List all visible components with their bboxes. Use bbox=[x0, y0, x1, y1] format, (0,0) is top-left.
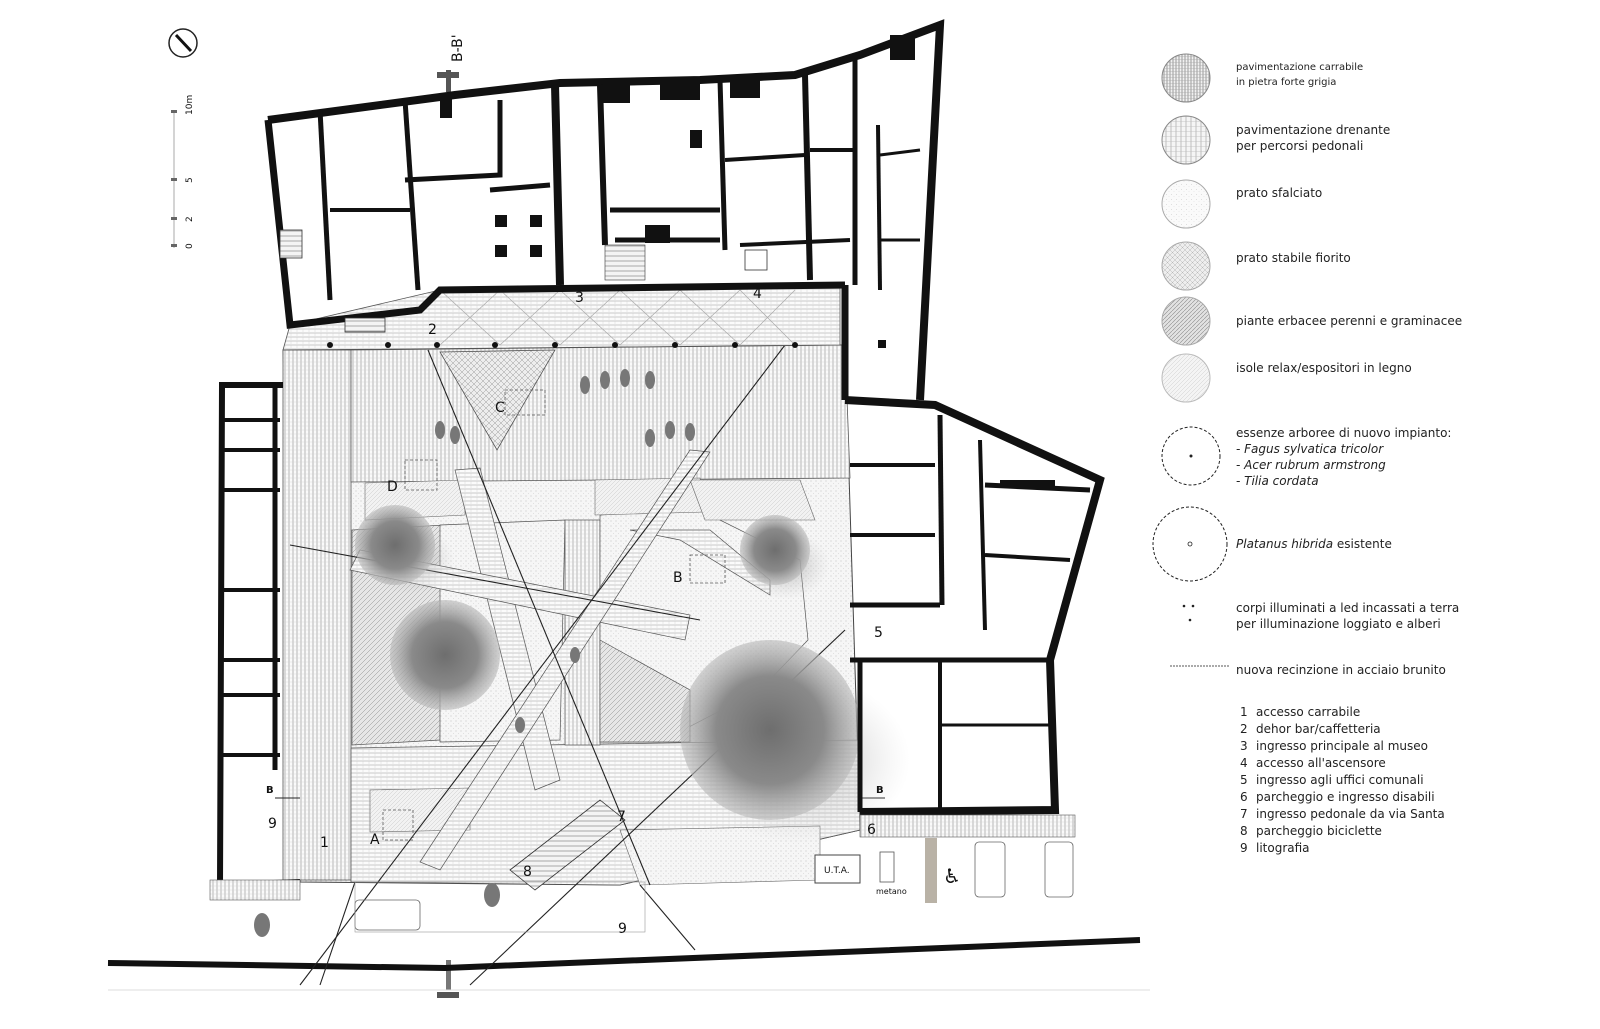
legend-text-line: isole relax/espositori in legno bbox=[1236, 361, 1412, 375]
legend-text-line: pavimentazione carrabile bbox=[1236, 62, 1364, 73]
existing-tree-symbol-icon bbox=[1152, 506, 1228, 582]
tree-platanus bbox=[680, 640, 860, 820]
legend-text-line: nuova recinzione in acciaio brunito bbox=[1236, 663, 1446, 677]
scale-bar: 10m 5 2 0 bbox=[171, 95, 195, 249]
section-letter-d: D bbox=[387, 479, 398, 495]
legend-text-line: prato stabile fiorito bbox=[1236, 251, 1351, 265]
section-letters: A B C D B B bbox=[266, 400, 884, 848]
section-mark-b-right: B bbox=[876, 785, 884, 796]
scale-tick-5: 5 bbox=[185, 177, 195, 183]
street-edge bbox=[107, 937, 1150, 991]
legend-text-line: corpi illuminati a led incassati a terra bbox=[1236, 601, 1460, 615]
site-plan: 10m 5 2 0 B-B' bbox=[107, 19, 1150, 998]
tree-center-left bbox=[390, 600, 500, 710]
uta-label: U.T.A. bbox=[824, 866, 850, 876]
new-tree-symbol-icon bbox=[1161, 426, 1221, 486]
legend-text-line: per percorsi pedonali bbox=[1236, 139, 1364, 153]
loggia bbox=[282, 284, 841, 351]
section-letter-a: A bbox=[370, 832, 380, 848]
legend-text-line: pavimentazione drenante bbox=[1236, 123, 1391, 137]
section-mark-b-left: B bbox=[266, 785, 274, 796]
plan-numbers: 1 2 3 4 5 6 7 8 9 9 bbox=[268, 286, 883, 937]
fence-line-symbol-icon bbox=[1170, 665, 1230, 667]
people-figures bbox=[254, 369, 695, 937]
north-arrow-icon bbox=[168, 28, 198, 58]
plan-number-7: 7 bbox=[617, 809, 626, 825]
flower-meadow-swatch bbox=[1161, 241, 1211, 291]
legend-text-line: per illuminazione loggiato e alberi bbox=[1236, 617, 1441, 631]
plan-number-4: 4 bbox=[753, 286, 762, 302]
led-light-symbol-icon bbox=[1182, 604, 1195, 622]
section-mark-top: B-B' bbox=[437, 34, 466, 92]
plan-number-9-west: 9 bbox=[268, 816, 277, 832]
legend-tree-species: - Fagus sylvatica tricolor bbox=[1236, 442, 1384, 456]
metano-label: metano bbox=[876, 887, 907, 896]
plan-number-8: 8 bbox=[523, 864, 532, 880]
carriageway-paving-swatch bbox=[1161, 53, 1211, 103]
plan-number-3: 3 bbox=[575, 290, 584, 306]
scale-tick-0: 0 bbox=[185, 243, 195, 249]
trees bbox=[355, 505, 910, 845]
relax-islands-swatch bbox=[1161, 353, 1211, 403]
section-mark-bottom bbox=[437, 992, 459, 998]
plan-number-1: 1 bbox=[320, 835, 329, 851]
section-mark-bottom-stem bbox=[446, 960, 451, 990]
legend-tree-species: - Acer rubrum armstrong bbox=[1236, 458, 1386, 472]
section-letter-b: B bbox=[673, 570, 683, 586]
scale-tick-2: 2 bbox=[185, 216, 195, 222]
section-letter-c: C bbox=[495, 400, 505, 416]
accessible-parking-icon: ♿ bbox=[943, 864, 961, 888]
section-label-bb: B-B' bbox=[450, 34, 466, 62]
plan-number-2: 2 bbox=[428, 322, 437, 338]
plan-number-5: 5 bbox=[874, 625, 883, 641]
plan-number-9-south: 9 bbox=[618, 921, 627, 937]
plan-number-6: 6 bbox=[867, 822, 876, 838]
mown-lawn-swatch bbox=[1161, 179, 1211, 229]
scale-tick-10m: 10m bbox=[185, 95, 195, 115]
legend: pavimentazione carrabile in pietra forte… bbox=[1152, 0, 1590, 1029]
draining-paving-swatch bbox=[1161, 115, 1211, 165]
legend-text-line: in pietra forte grigia bbox=[1236, 77, 1337, 88]
legend-tree-species: - Tilia cordata bbox=[1236, 474, 1319, 488]
perennials-swatch bbox=[1161, 296, 1211, 346]
legend-text-line: piante erbacee perenni e graminacee bbox=[1236, 314, 1463, 328]
legend-platanus-suffix: esistente bbox=[1333, 537, 1392, 551]
tree-small-right bbox=[740, 515, 810, 585]
legend-trees-title: essenze arboree di nuovo impianto: bbox=[1236, 426, 1452, 440]
details bbox=[209, 229, 1076, 933]
legend-text-line: prato sfalciato bbox=[1236, 186, 1323, 200]
wall-piers bbox=[440, 35, 1055, 488]
legend-platanus-name: Platanus hibrida bbox=[1236, 537, 1334, 551]
tree-top-left bbox=[355, 505, 435, 585]
